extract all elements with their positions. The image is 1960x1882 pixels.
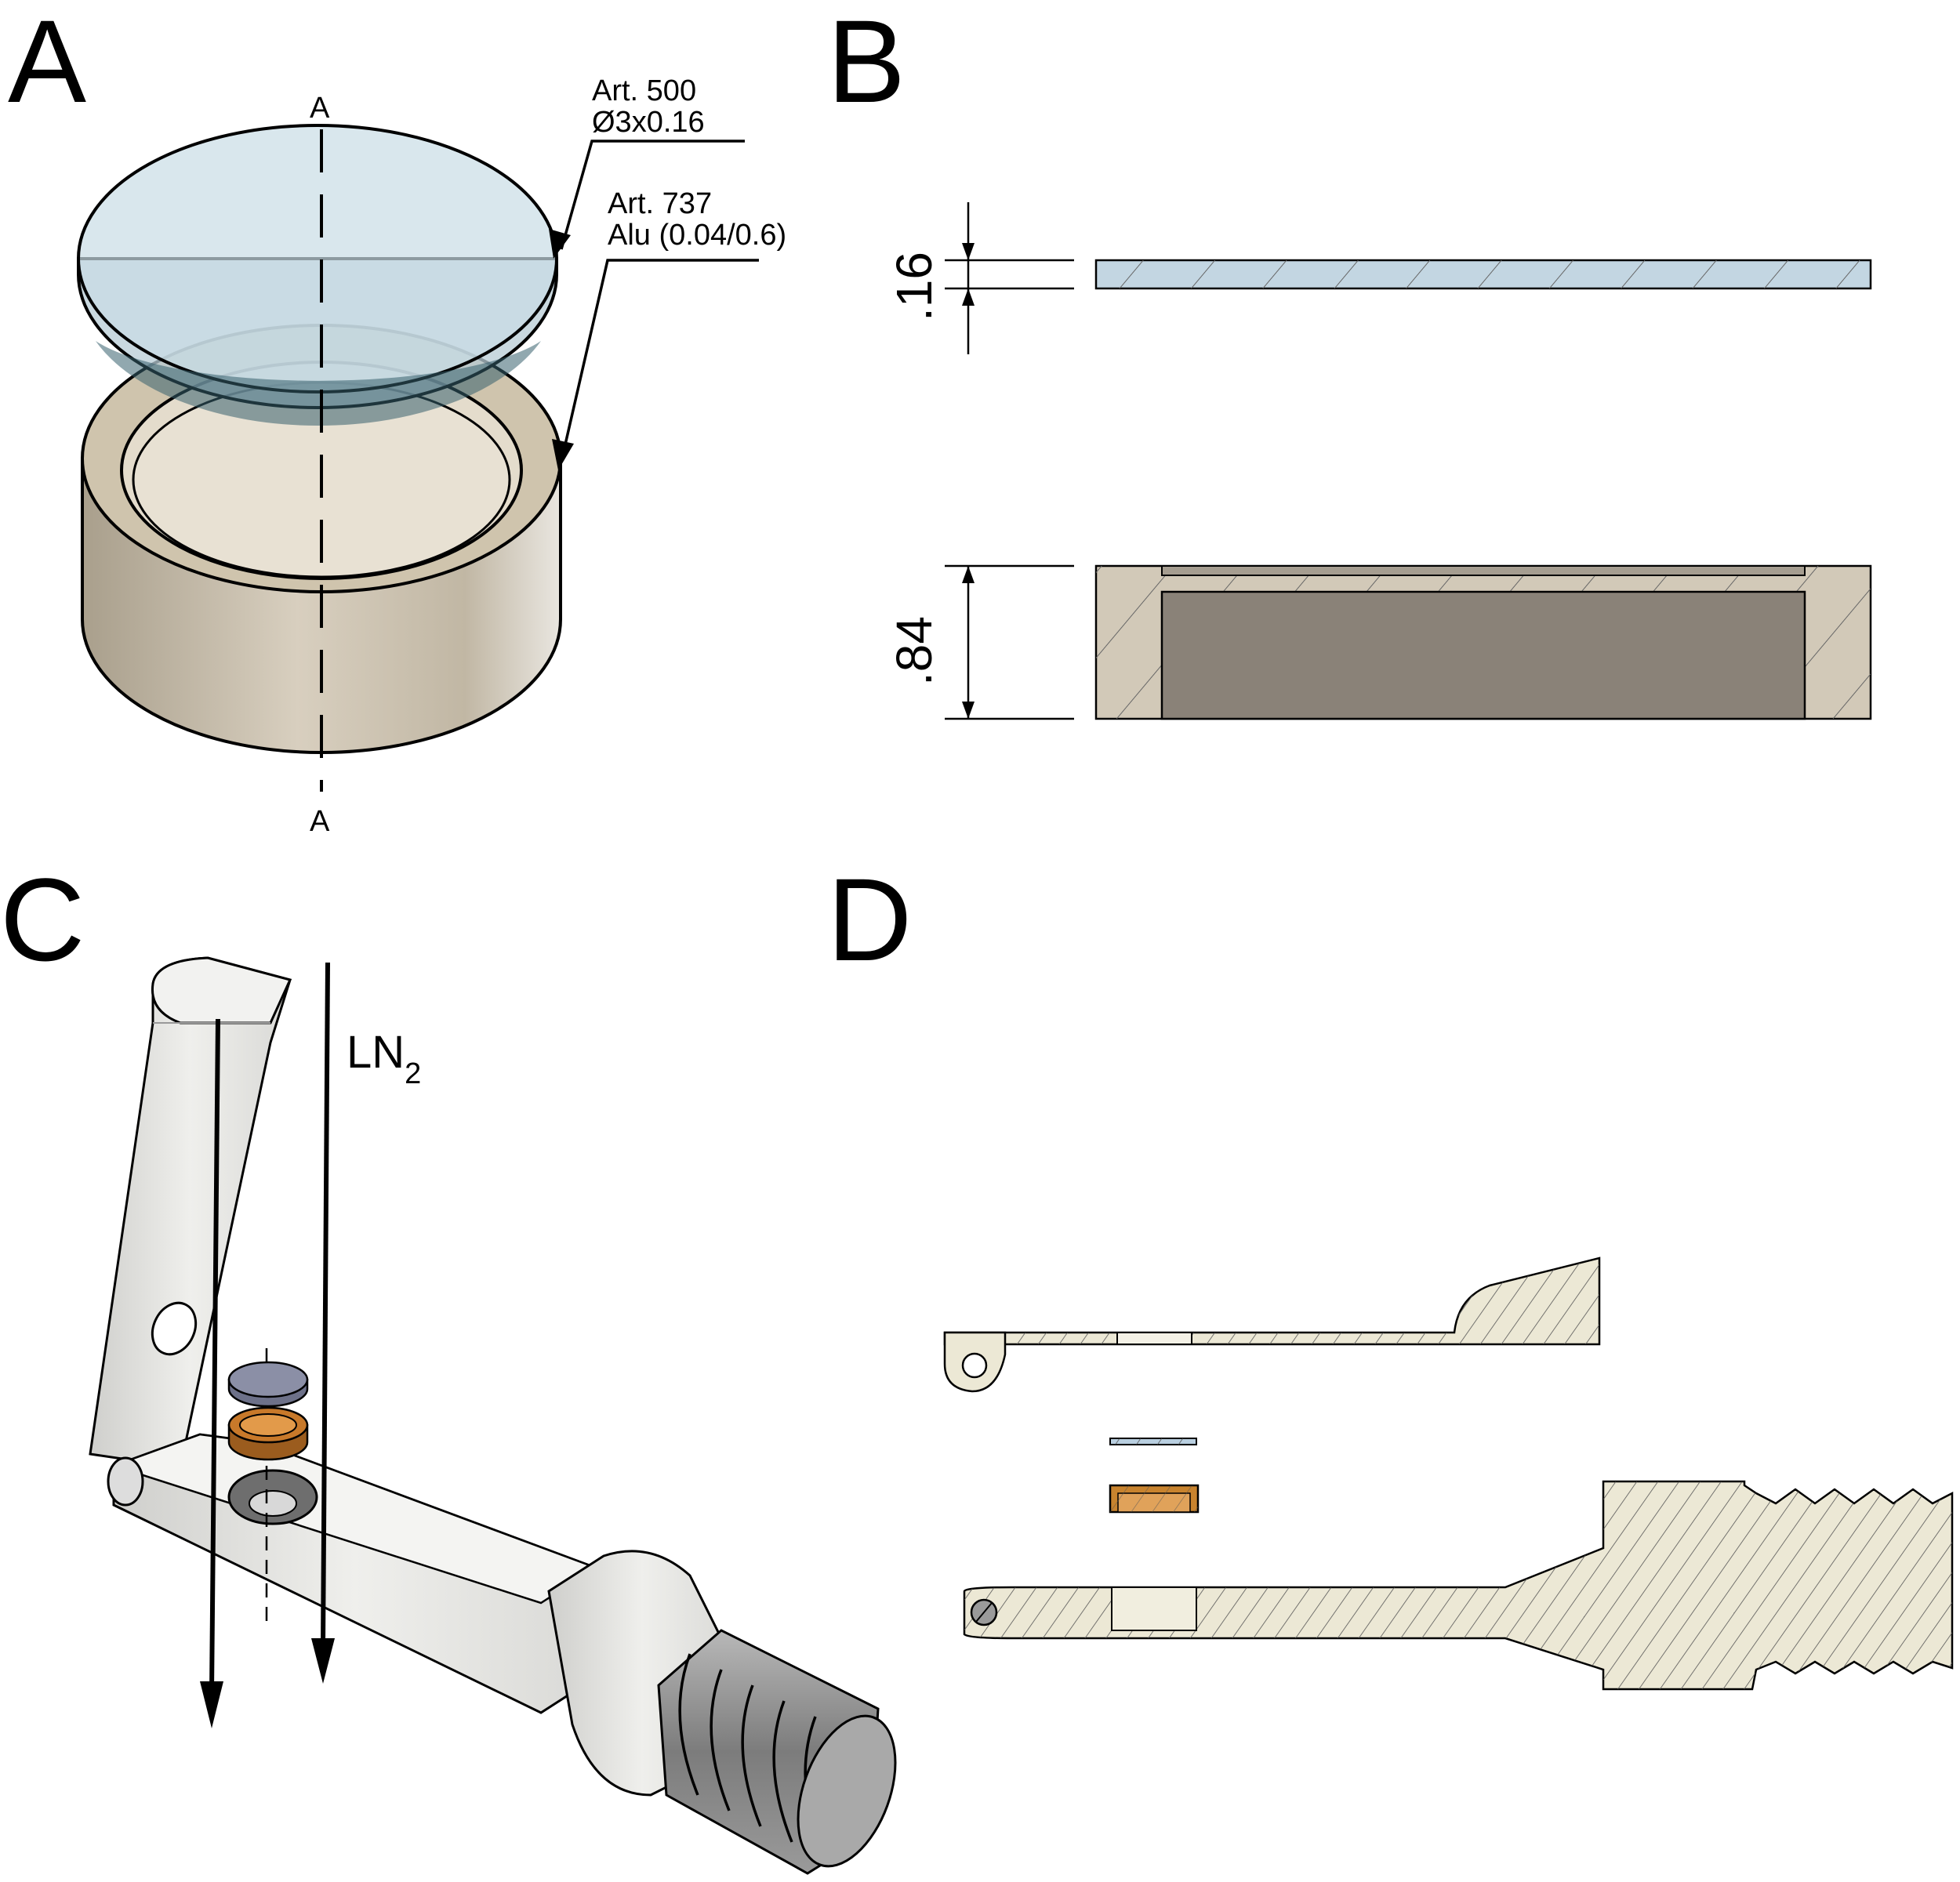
panel-d-letter: D bbox=[827, 854, 912, 985]
panel-c: C bbox=[0, 854, 897, 1875]
tool-shaft-top bbox=[111, 1433, 598, 1605]
panel-b-letter: B bbox=[827, 0, 906, 127]
disc-label-line1: Art. 500 bbox=[592, 74, 696, 107]
ln2-flow: LN2 bbox=[200, 962, 421, 1728]
exploded-components bbox=[227, 1348, 309, 1623]
holder-cavity bbox=[1160, 590, 1806, 720]
cup-socket-hole bbox=[249, 1490, 297, 1517]
disc-leader: Art. 500 Ø3x0.16 bbox=[549, 74, 745, 259]
dim-disc: .16 bbox=[886, 202, 1074, 354]
panel-d: D bbox=[827, 854, 1954, 1691]
cap-disc bbox=[227, 1361, 309, 1398]
holder-leader: Art. 737 Alu (0.04/0.6) bbox=[552, 187, 786, 470]
flow-arrow-right bbox=[321, 962, 330, 1647]
section-label-bottom: A bbox=[310, 805, 330, 838]
disc-label-line2: Ø3x0.16 bbox=[592, 106, 705, 139]
body-section bbox=[963, 1480, 1954, 1691]
lid-section bbox=[943, 1256, 1601, 1393]
panel-b: B .16 .84 bbox=[827, 0, 1872, 720]
hinge-pin bbox=[107, 1456, 144, 1507]
dim-holder: .84 bbox=[886, 564, 1074, 720]
tool-collar bbox=[547, 1550, 897, 1875]
panel-a-letter: A bbox=[8, 0, 86, 127]
holder-label-line2: Alu (0.04/0.6) bbox=[608, 219, 786, 252]
panel-a: A A A Art. 500 Ø3x0.16 Art. 737 Alu bbox=[8, 0, 786, 838]
dim-disc-value: .16 bbox=[886, 252, 942, 321]
disc-section-hatch bbox=[1096, 260, 1871, 288]
disc-leader-line bbox=[560, 140, 745, 250]
lid-arm bbox=[89, 956, 292, 1469]
disc-leader-arrow bbox=[549, 229, 571, 259]
holder-leader-line bbox=[561, 259, 759, 455]
disc-3d bbox=[77, 124, 558, 426]
lid-arm-top bbox=[151, 956, 292, 1024]
disc-shadow bbox=[96, 341, 541, 426]
cup-pocket bbox=[1111, 1586, 1197, 1631]
tool-body bbox=[107, 1433, 598, 1714]
dim-holder-value: .84 bbox=[886, 616, 942, 686]
thread bbox=[657, 1629, 897, 1875]
flow-arrow-left bbox=[209, 1018, 220, 1694]
section-label-top: A bbox=[310, 92, 330, 125]
disc-face bbox=[77, 124, 558, 393]
holder-label-line1: Art. 737 bbox=[608, 187, 712, 220]
holder-recess-section bbox=[1161, 565, 1806, 576]
thread-end-face bbox=[797, 1714, 897, 1868]
panel-c-letter: C bbox=[0, 854, 85, 985]
holder-leader-arrow bbox=[552, 439, 574, 470]
disc-section bbox=[1094, 259, 1872, 290]
holder-section bbox=[1094, 564, 1872, 720]
ln2-subscript: 2 bbox=[405, 1057, 421, 1090]
exploded-section bbox=[1109, 1438, 1200, 1514]
lid-arm-hole bbox=[151, 1301, 198, 1356]
ln2-label: LN2 bbox=[347, 1027, 421, 1090]
